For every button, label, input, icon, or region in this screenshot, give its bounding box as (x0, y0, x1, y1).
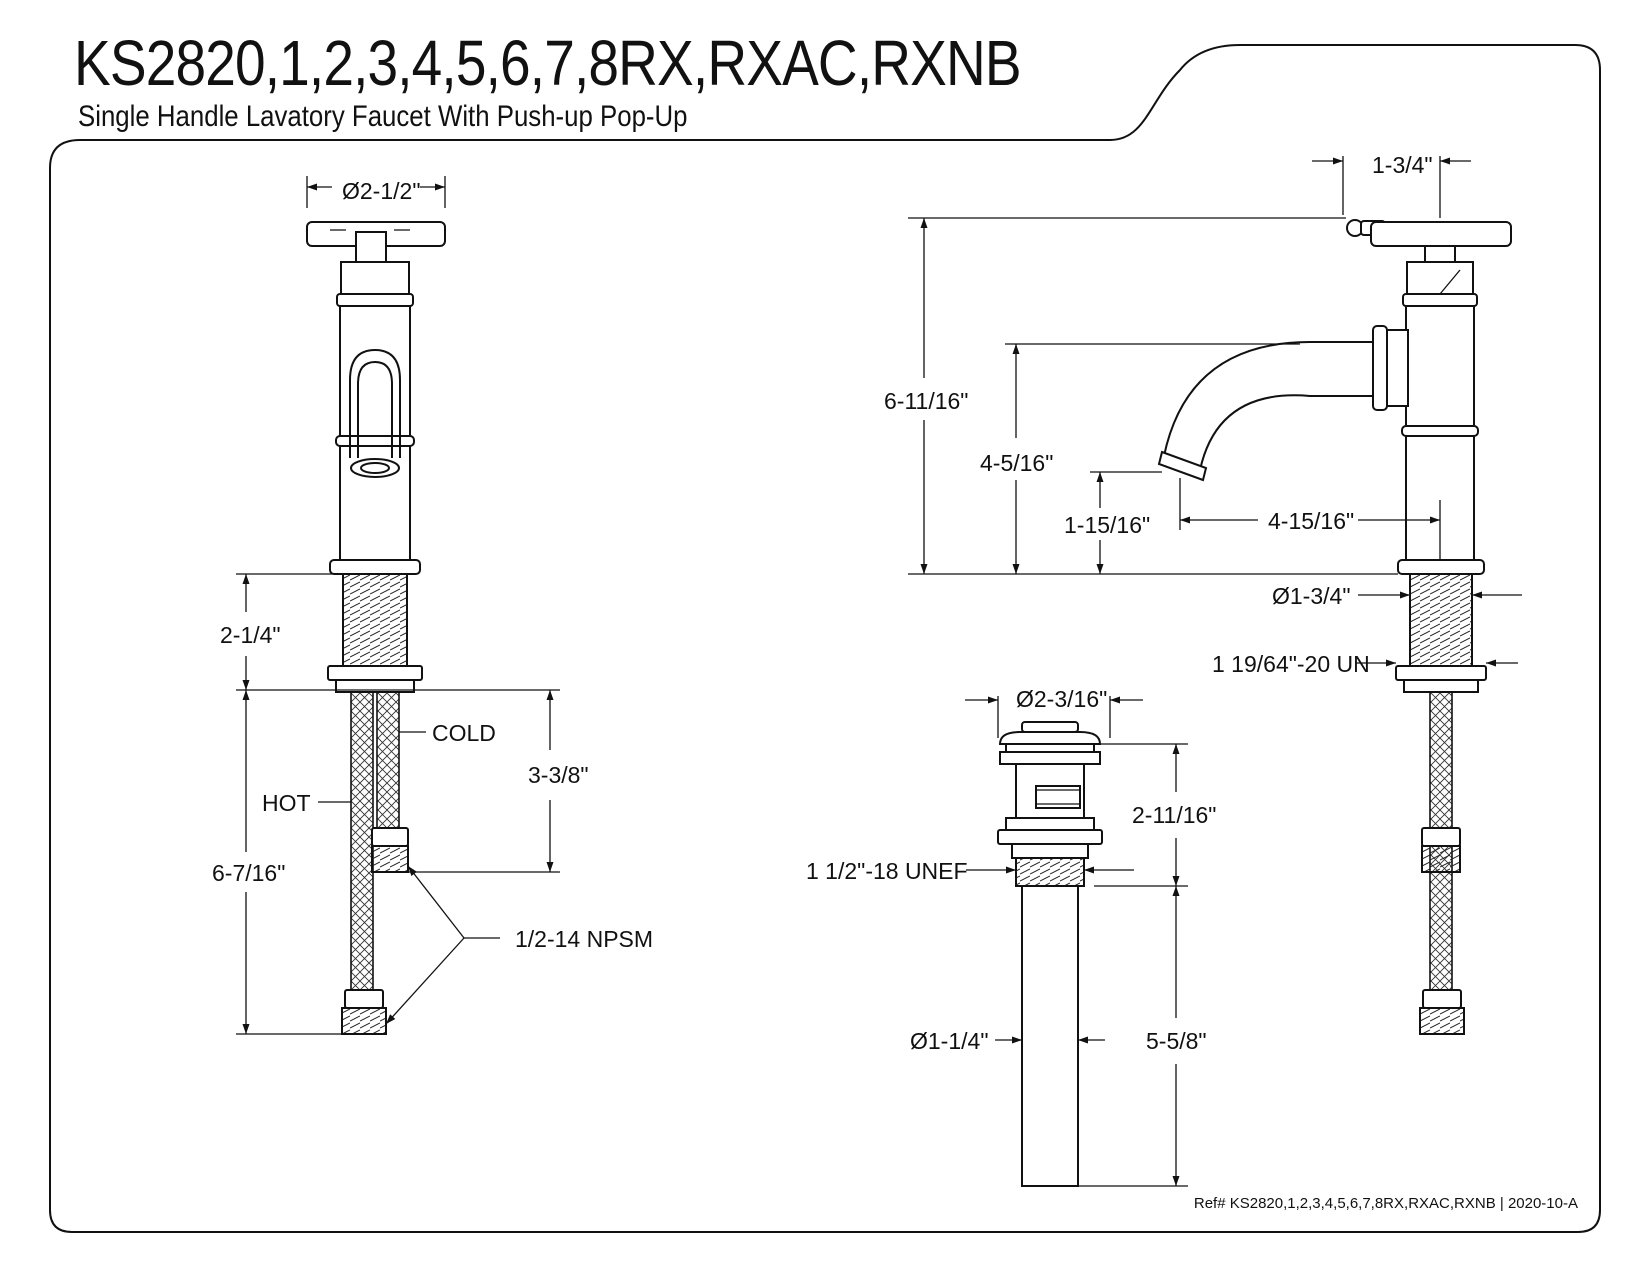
reference-note: Ref# KS2820,1,2,3,4,5,6,7,8RX,RXAC,RXNB … (1193, 1195, 1578, 1212)
dim-supply-short: 3-3/8" (528, 762, 589, 788)
dim-shank-length: 2-1/4" (220, 622, 281, 648)
dim-overall-height: 6-11/16" (884, 388, 969, 414)
drain-view (965, 696, 1188, 1187)
side-view (908, 156, 1522, 1035)
dim-aerator-height: 1-15/16" (1064, 512, 1151, 538)
dim-handle-offset: 1-3/4" (1372, 152, 1433, 178)
dim-drain-body: 2-11/16" (1132, 802, 1217, 828)
dim-drain-thread: 1 1/2"-18 UNEF (806, 858, 968, 884)
page-title: KS2820,1,2,3,4,5,6,7,8RX,RXAC,RXNB (74, 27, 1022, 99)
dim-base-diameter: Ø1-3/4" (1272, 583, 1351, 609)
label-npsm: 1/2-14 NPSM (515, 926, 654, 952)
front-view (236, 176, 560, 1035)
dim-tailpiece-diameter: Ø1-1/4" (910, 1028, 989, 1054)
dim-thread: 1 19/64"-20 UN (1212, 651, 1370, 677)
page-subtitle: Single Handle Lavatory Faucet With Push-… (78, 100, 688, 133)
dim-handle-diameter: Ø2-1/2" (342, 178, 421, 204)
label-hot: HOT (262, 790, 311, 816)
dim-tailpiece-length: 5-5/8" (1146, 1028, 1207, 1054)
dim-supply-total: 6-7/16" (212, 860, 286, 886)
dim-spout-height: 4-5/16" (980, 450, 1054, 476)
dim-drain-flange: Ø2-3/16" (1016, 686, 1108, 712)
dim-spout-reach: 4-15/16" (1268, 508, 1355, 534)
sheet-border (49, 44, 1601, 1233)
label-cold: COLD (432, 720, 496, 746)
